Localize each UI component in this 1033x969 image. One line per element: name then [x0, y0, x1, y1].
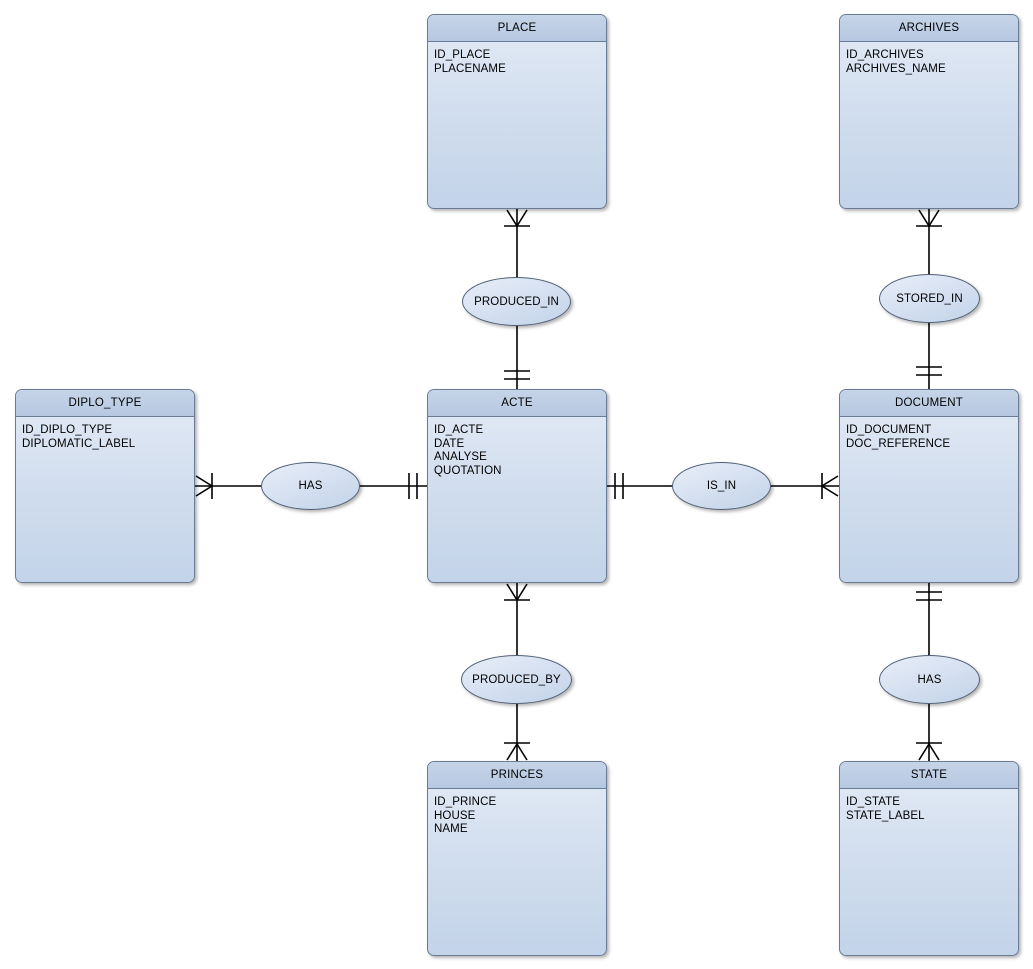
attribute: ARCHIVES_NAME [846, 62, 946, 75]
entity-princes-title: PRINCES [428, 762, 606, 789]
relationship-produced-in[interactable]: PRODUCED_IN [462, 277, 571, 326]
attribute: DOC_REFERENCE [846, 437, 951, 450]
entity-place-title: PLACE [428, 15, 606, 42]
attribute: QUOTATION [434, 464, 502, 477]
entity-place[interactable]: PLACE ID_PLACE PLACENAME [427, 14, 607, 209]
entity-state[interactable]: STATE ID_STATE STATE_LABEL [839, 761, 1019, 956]
entity-archives[interactable]: ARCHIVES ID_ARCHIVES ARCHIVES_NAME [839, 14, 1019, 209]
attribute: ID_STATE [846, 796, 901, 808]
relationship-has-state[interactable]: HAS [879, 655, 980, 704]
connector-acte-document [607, 473, 839, 499]
relationship-stored-in[interactable]: STORED_IN [879, 274, 980, 323]
entity-acte-attributes: ID_ACTE DATE ANALYSE QUOTATION [428, 417, 606, 478]
attribute: STATE_LABEL [846, 809, 925, 822]
entity-diplo-type-title: DIPLO_TYPE [16, 390, 194, 417]
connector-place-acte [504, 209, 530, 389]
entity-state-attributes: ID_STATE STATE_LABEL [840, 789, 1018, 823]
attribute: ID_DIPLO_TYPE [22, 424, 113, 436]
entity-acte-title: ACTE [428, 390, 606, 417]
entity-princes-attributes: ID_PRINCE HOUSE NAME [428, 789, 606, 837]
relationship-is-in[interactable]: IS_IN [672, 462, 771, 510]
connector-document-state [916, 583, 942, 761]
relationship-produced-by[interactable]: PRODUCED_BY [461, 655, 572, 704]
attribute: ID_PLACE [434, 49, 491, 61]
connector-acte-princes [504, 583, 530, 761]
connector-diplotype-acte [195, 473, 427, 499]
attribute: ANALYSE [434, 451, 487, 464]
attribute: HOUSE [434, 809, 476, 822]
attribute: DIPLOMATIC_LABEL [22, 437, 136, 450]
attribute: NAME [434, 823, 468, 836]
attribute: ID_DOCUMENT [846, 424, 932, 436]
entity-archives-attributes: ID_ARCHIVES ARCHIVES_NAME [840, 42, 1018, 76]
connector-archives-document [916, 209, 942, 389]
entity-acte[interactable]: ACTE ID_ACTE DATE ANALYSE QUOTATION [427, 389, 607, 583]
attribute: ID_PRINCE [434, 796, 497, 808]
entity-place-attributes: ID_PLACE PLACENAME [428, 42, 606, 76]
attribute: ID_ACTE [434, 424, 484, 436]
entity-state-title: STATE [840, 762, 1018, 789]
entity-archives-title: ARCHIVES [840, 15, 1018, 42]
attribute: PLACENAME [434, 62, 506, 75]
entity-princes[interactable]: PRINCES ID_PRINCE HOUSE NAME [427, 761, 607, 956]
relationship-has-diplo-type[interactable]: HAS [261, 462, 360, 510]
attribute: ID_ARCHIVES [846, 49, 924, 61]
entity-diplo-type[interactable]: DIPLO_TYPE ID_DIPLO_TYPE DIPLOMATIC_LABE… [15, 389, 195, 583]
attribute: DATE [434, 437, 465, 450]
entity-diplo-type-attributes: ID_DIPLO_TYPE DIPLOMATIC_LABEL [16, 417, 194, 451]
entity-document-title: DOCUMENT [840, 390, 1018, 417]
entity-document-attributes: ID_DOCUMENT DOC_REFERENCE [840, 417, 1018, 451]
entity-document[interactable]: DOCUMENT ID_DOCUMENT DOC_REFERENCE [839, 389, 1019, 583]
